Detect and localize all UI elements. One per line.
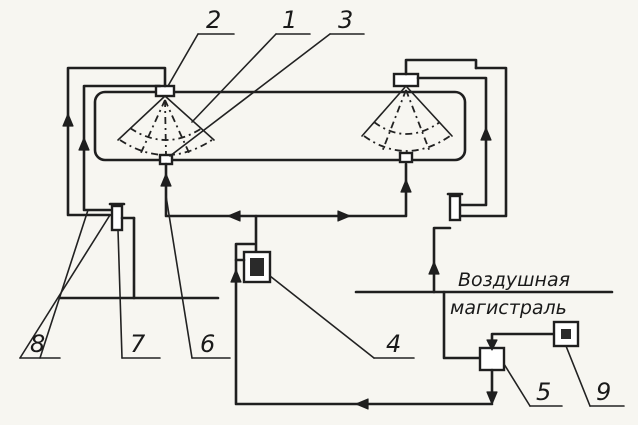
arrow-return: [355, 398, 369, 410]
arrow-feed-left: [227, 210, 241, 222]
arrow-return-up: [230, 269, 242, 283]
leader-lines: [19, 33, 625, 407]
arrow-left-outer: [62, 113, 74, 127]
label-5: 5: [536, 378, 551, 406]
label-3: 3: [338, 6, 353, 34]
label-2: 2: [206, 6, 221, 34]
right-mid-pipe: [416, 76, 488, 207]
arrow-feed-right-up: [400, 179, 412, 193]
pipe-5-9: [490, 332, 556, 350]
return-line: [234, 258, 494, 406]
left-outer-pipe: [66, 66, 167, 217]
chamber: [93, 90, 467, 162]
right-nozzle-assembly: [361, 72, 453, 164]
component-4: [242, 250, 272, 284]
arrow-left-inner: [78, 137, 90, 151]
arrow-feed-right: [337, 210, 351, 222]
component-5: [478, 346, 506, 405]
arrow-right-valve: [428, 261, 440, 275]
component-9: [552, 320, 580, 348]
label-6: 6: [200, 330, 215, 358]
right-outer-pipe: [458, 66, 508, 218]
caption-line1: Воздушная: [458, 269, 570, 291]
label-9: 9: [596, 378, 611, 406]
label-1: 1: [282, 6, 297, 34]
nozzle-feed-line: [164, 162, 408, 218]
arrow-right-mid: [480, 127, 492, 141]
arrow-feed-left-up: [160, 173, 172, 187]
arrow-to-5: [486, 339, 498, 351]
pipe-4-left: [234, 242, 256, 262]
left-nozzle-assembly: [117, 84, 215, 166]
valve-7: [108, 202, 136, 300]
label-4: 4: [386, 330, 401, 358]
air-to-5: [442, 290, 482, 360]
label-7: 7: [130, 330, 146, 358]
label-8: 8: [30, 330, 45, 358]
caption-line2: магистраль: [450, 297, 567, 319]
right-top-pipe: [404, 58, 478, 76]
